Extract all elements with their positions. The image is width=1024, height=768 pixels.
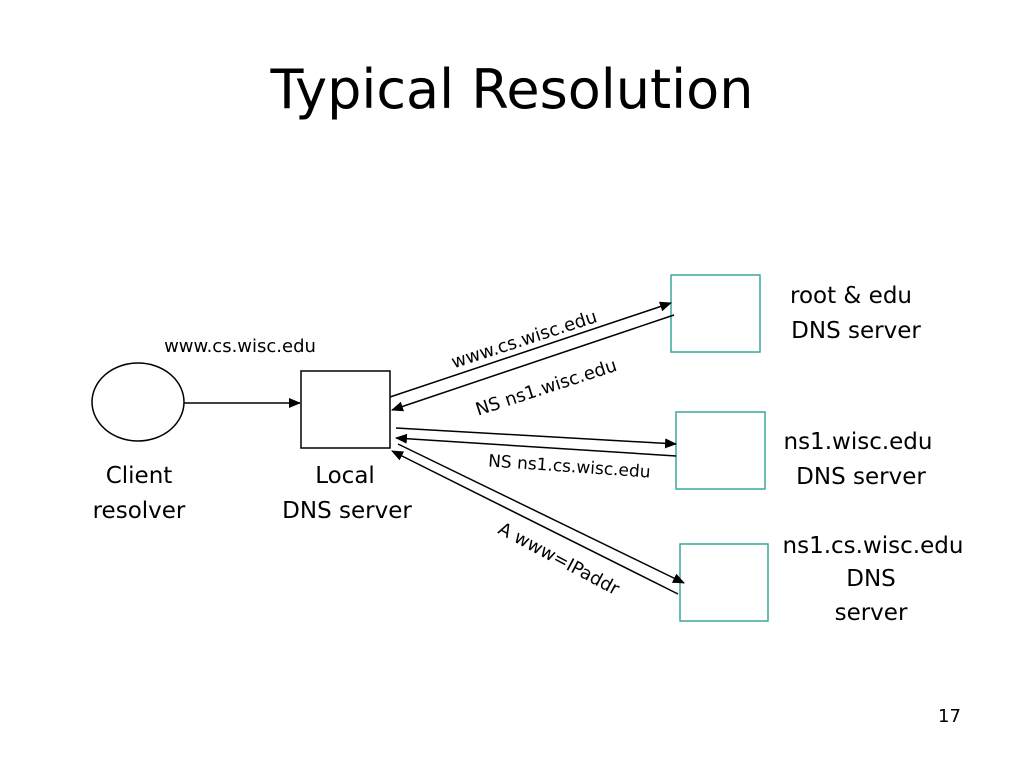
msg-query-to-root: www.cs.wisc.edu bbox=[449, 306, 600, 373]
query-to-root-arrow bbox=[389, 301, 672, 398]
msg-reply-from-cs: A www=IPaddr bbox=[495, 518, 624, 600]
reply-from-cs-arrow bbox=[391, 450, 679, 595]
ns1-label-line2: DNS server bbox=[796, 464, 926, 490]
local-dns-server-box bbox=[300, 370, 391, 449]
query-to-cs-arrow bbox=[397, 443, 685, 584]
client-resolver-node bbox=[91, 362, 185, 442]
ns1-dns-server-box bbox=[675, 411, 766, 490]
cs-label-line3: server bbox=[835, 600, 908, 626]
msg-reply-from-root: NS ns1.wisc.edu bbox=[473, 355, 619, 420]
local-label-line1: Local bbox=[315, 463, 375, 489]
local-label-line2: DNS server bbox=[282, 498, 412, 524]
cs-label-line1: ns1.cs.wisc.edu bbox=[783, 533, 964, 559]
client-query-label: www.cs.wisc.edu bbox=[164, 336, 316, 357]
reply-from-ns1-arrow bbox=[395, 433, 677, 457]
root-dns-server-box bbox=[670, 274, 761, 353]
ns1-label-line1: ns1.wisc.edu bbox=[784, 429, 933, 455]
client-label-line1: Client bbox=[106, 463, 173, 489]
slide-title: Typical Resolution bbox=[270, 58, 754, 121]
root-label-line2: DNS server bbox=[791, 318, 921, 344]
page-number: 17 bbox=[938, 706, 961, 727]
reply-from-root-arrow bbox=[391, 314, 675, 412]
client-label-line2: resolver bbox=[93, 498, 186, 524]
root-label-line1: root & edu bbox=[790, 283, 912, 309]
query-to-ns1-arrow bbox=[395, 427, 677, 449]
cs-dns-server-box bbox=[679, 543, 769, 622]
cs-label-line2: DNS bbox=[846, 566, 896, 592]
msg-reply-from-ns1: NS ns1.cs.wisc.edu bbox=[488, 451, 652, 482]
